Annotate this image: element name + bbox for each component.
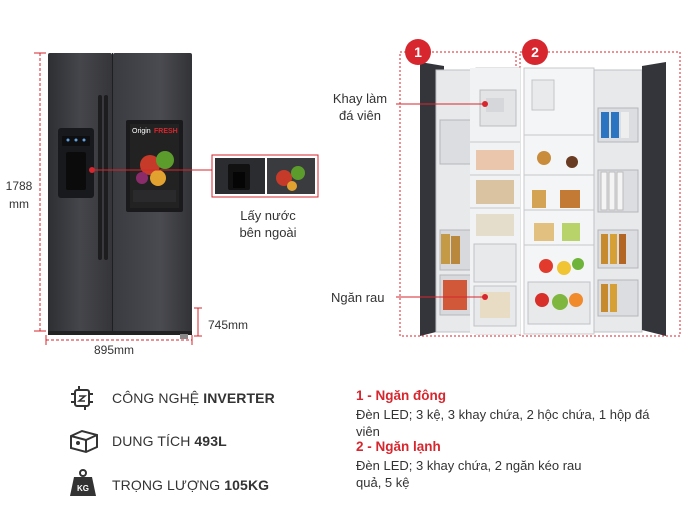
dispenser-zoom-inset <box>211 154 319 198</box>
feature-weight-text: TRỌNG LƯỢNG 105KG <box>112 477 269 493</box>
ice-tray-callout: Khay làm đá viên <box>325 90 395 124</box>
depth-dimension-line <box>194 307 202 337</box>
height-value: 1788 <box>5 179 33 193</box>
open-fridge-figure <box>396 51 681 337</box>
weight-icon-text: KG <box>77 484 89 493</box>
feature-weight-label: TRỌNG LƯỢNG <box>112 477 225 493</box>
fridge-spec-title: 2 - Ngăn lạnh <box>356 439 441 454</box>
capacity-icon <box>70 429 98 454</box>
ice-tray-callout-line <box>396 101 488 107</box>
fridge-spec-desc: Đèn LED; 3 khay chứa, 2 ngăn kéo rau quả… <box>356 458 582 490</box>
height-dimension-line <box>34 52 46 332</box>
weight-icon: KG <box>70 469 96 496</box>
closed-fridge-figure: Origin FRESH <box>34 52 319 345</box>
fridge-zone-badge: 2 <box>522 39 548 65</box>
freezer-cabinet <box>470 67 521 335</box>
feature-inverter-text: CÔNG NGHỆ INVERTER <box>112 390 275 406</box>
feature-inverter-value: INVERTER <box>203 390 275 406</box>
veg-drawer-callout: Ngăn rau <box>331 290 385 305</box>
feature-inverter-label: CÔNG NGHỆ <box>112 390 204 406</box>
freezer-spec-desc: Đèn LED; 3 kệ, 3 khay chứa, 2 hộc chứa, … <box>356 407 650 439</box>
water-dispenser <box>58 128 94 198</box>
origin-label: Origin <box>132 128 151 135</box>
feature-capacity-label: DUNG TÍCH <box>112 433 195 449</box>
water-callout-line1: Lấy nước <box>240 208 296 223</box>
specs-panel: 1 - Ngăn đông Đèn LED; 3 kệ, 3 khay chứa… <box>356 388 656 491</box>
fridge-closed: Origin FRESH <box>48 53 192 339</box>
fridge-cabinet <box>523 67 595 335</box>
freezer-spec-title: 1 - Ngăn đông <box>356 388 446 403</box>
width-label: 895mm <box>94 343 135 357</box>
water-callout-line2: bên ngoài <box>239 225 297 240</box>
veg-drawer-callout-line <box>396 294 488 300</box>
width-dimension-line <box>45 335 193 345</box>
fridge-door-open <box>593 62 666 336</box>
water-dispenser-callout: Lấy nước bên ngoài <box>232 207 304 241</box>
dispenser-callout-line <box>89 167 212 173</box>
freezer-zone-badge: 1 <box>405 39 431 65</box>
chip-icon <box>71 386 93 410</box>
fresh-label: FRESH <box>154 128 178 135</box>
depth-label: 745mm <box>208 318 249 332</box>
height-label: 1788 mm <box>4 177 34 213</box>
ice-tray-line1: Khay làm <box>332 91 388 106</box>
feature-capacity-value: 493L <box>194 433 227 449</box>
feature-weight-value: 105KG <box>224 477 270 493</box>
height-unit: mm <box>9 197 29 211</box>
feature-capacity-text: DUNG TÍCH 493L <box>112 433 227 449</box>
ice-tray-line2: đá viên <box>339 108 381 123</box>
freezer-door-open <box>420 62 477 336</box>
